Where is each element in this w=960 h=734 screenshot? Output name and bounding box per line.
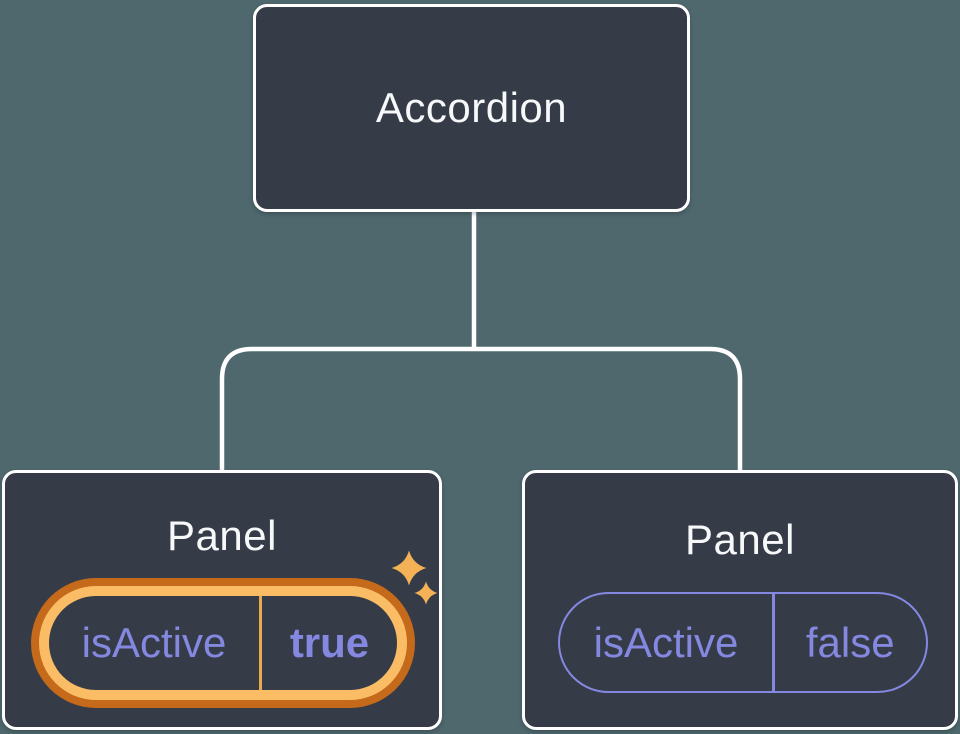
connector-branch [219,346,743,472]
accordion-node-label: Accordion [375,84,568,131]
prop-value-label: false [805,618,895,666]
prop-value-label: true [289,619,370,666]
panel-node-active: Panel isActive true [2,470,442,730]
sparkle-icon [391,550,438,605]
panel-node-inactive: Panel isActive false [522,470,958,730]
panel-node-label: Panel [685,516,795,563]
prop-name-label: isActive [81,619,227,666]
prop-pill-active: isActive true [49,596,397,690]
highlight-ring-inner: isActive true [39,586,407,700]
pill-divider [772,594,775,691]
accordion-node: Accordion [253,4,690,212]
sparkle-small [414,581,438,605]
panel-node-label: Panel [167,512,277,559]
sparkle-large [391,550,427,586]
highlight-ring-outer: isActive true [31,578,415,708]
prop-name-label: isActive [593,618,739,666]
pill-divider [259,596,262,690]
prop-pill-inactive: isActive false [558,592,928,693]
